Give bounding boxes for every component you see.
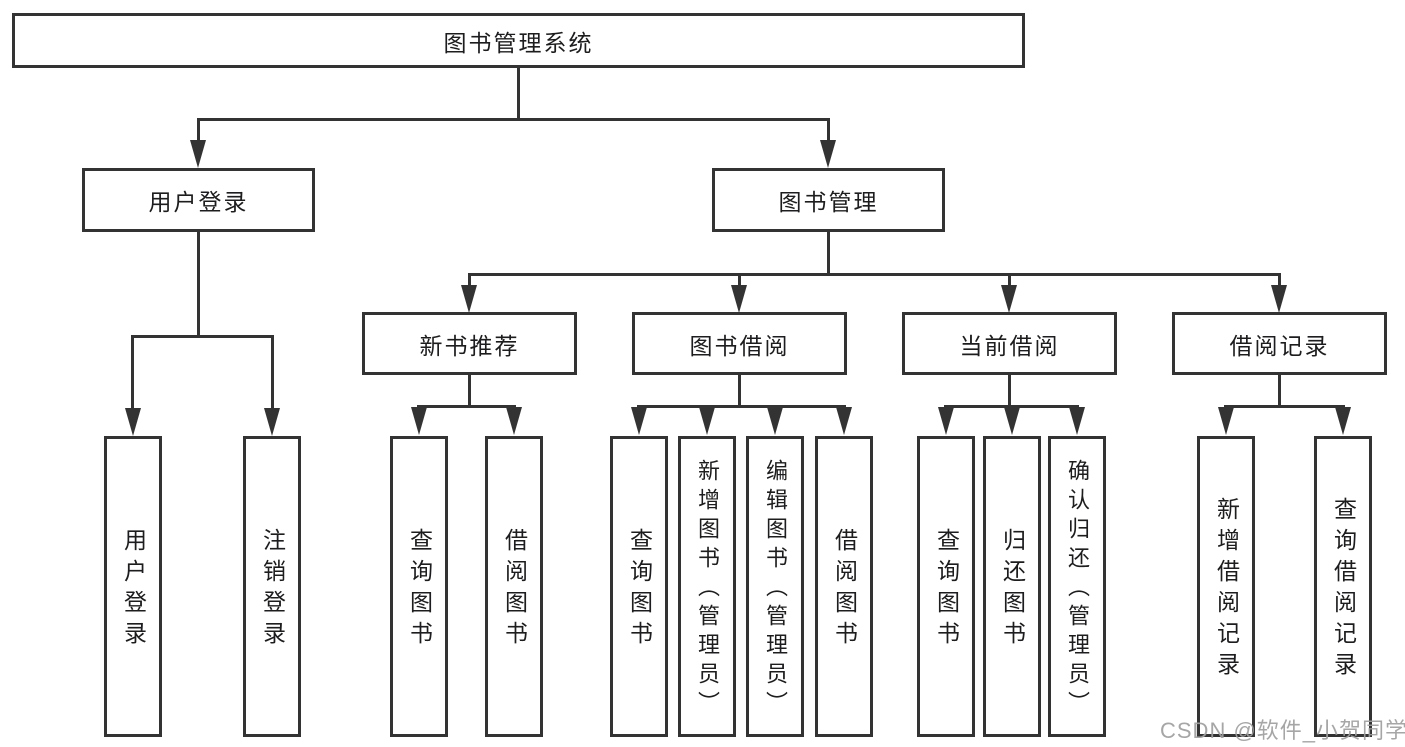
connector-borrow-down	[738, 375, 741, 405]
node-user-login-label: 用户登录	[148, 189, 249, 215]
leaf-label: 借阅图书	[501, 527, 528, 652]
node-leaf-current-confirm-admin: 确认归还（管理员）	[1048, 436, 1106, 737]
node-leaf-user-login: 用户登录	[104, 436, 162, 737]
node-book-borrow-label: 图书借阅	[689, 332, 790, 359]
node-root-label: 图书管理系统	[443, 29, 594, 56]
node-current-borrow: 当前借阅	[902, 312, 1117, 375]
node-leaf-borrow-add-admin: 新增图书（管理员）	[678, 436, 736, 737]
connector-l3-stem	[738, 276, 741, 286]
arrow-down-icon	[125, 408, 141, 436]
leaf-label: 用户登录	[120, 527, 147, 652]
arrow-down-icon	[731, 285, 747, 313]
leaf-label: 归还图书	[999, 527, 1026, 652]
connector-root-bus	[197, 118, 830, 121]
connector-l3-stem	[1008, 276, 1011, 286]
arrow-down-icon	[836, 407, 852, 435]
node-user-login: 用户登录	[82, 168, 315, 232]
arrow-down-icon	[461, 285, 477, 313]
node-leaf-newbooks-query: 查询图书	[390, 436, 448, 737]
arrow-down-icon	[1271, 285, 1287, 313]
csdn-watermark: CSDN @软件_小贺同学	[1160, 718, 1405, 743]
connector-mgmt-stem	[827, 121, 830, 141]
arrow-down-icon	[938, 407, 954, 435]
node-leaf-logout: 注销登录	[243, 436, 301, 737]
leaf-label: 借阅图书	[831, 527, 858, 652]
connector-l3-stem	[468, 276, 471, 286]
connector-newbooks-down	[468, 375, 471, 405]
node-leaf-borrow-query: 查询图书	[610, 436, 668, 737]
arrow-down-icon	[631, 407, 647, 435]
leaf-label: 查询借阅记录	[1330, 496, 1357, 683]
node-leaf-records-add: 新增借阅记录	[1197, 436, 1255, 737]
leaf-label: 查询图书	[406, 527, 433, 652]
node-leaf-borrow-edit-admin: 编辑图书（管理员）	[746, 436, 804, 737]
connector-l3-stem	[1278, 276, 1281, 286]
node-new-book-recommend: 新书推荐	[362, 312, 577, 375]
node-leaf-current-query: 查询图书	[917, 436, 975, 737]
leaf-label: 查询图书	[933, 527, 960, 652]
node-leaf-newbooks-borrow: 借阅图书	[485, 436, 543, 737]
connector-current-down	[1008, 375, 1011, 405]
connector-root-stem	[517, 68, 520, 118]
arrow-down-icon	[506, 407, 522, 435]
node-leaf-current-return: 归还图书	[983, 436, 1041, 737]
connector-mgmt-bus	[468, 273, 1281, 276]
leaf-label: 确认归还（管理员）	[1065, 459, 1090, 720]
connector-leaf-stem	[131, 338, 134, 409]
connector-records-bus	[1224, 405, 1345, 408]
connector-mgmt-down	[827, 232, 830, 273]
arrow-down-icon	[1004, 407, 1020, 435]
arrow-down-icon	[411, 407, 427, 435]
arrow-down-icon	[1335, 407, 1351, 435]
arrow-down-icon	[190, 140, 206, 168]
connector-login-down	[197, 232, 200, 335]
node-borrow-records-label: 借阅记录	[1229, 332, 1330, 359]
connector-records-down	[1278, 375, 1281, 405]
leaf-label: 编辑图书（管理员）	[763, 459, 788, 720]
arrow-down-icon	[767, 407, 783, 435]
connector-login-bus	[131, 335, 274, 338]
connector-login-stem	[197, 121, 200, 141]
node-book-management: 图书管理	[712, 168, 945, 232]
node-book-management-label: 图书管理	[778, 189, 879, 215]
arrow-down-icon	[1001, 285, 1017, 313]
connector-current-bus	[944, 405, 1079, 408]
leaf-label: 新增借阅记录	[1213, 496, 1240, 683]
node-leaf-borrow-borrow: 借阅图书	[815, 436, 873, 737]
node-root: 图书管理系统	[12, 13, 1025, 68]
arrow-down-icon	[699, 407, 715, 435]
node-book-borrow: 图书借阅	[632, 312, 847, 375]
node-new-book-recommend-label: 新书推荐	[419, 332, 520, 359]
node-borrow-records: 借阅记录	[1172, 312, 1387, 375]
connector-borrow-bus	[637, 405, 846, 408]
node-leaf-records-query: 查询借阅记录	[1314, 436, 1372, 737]
leaf-label: 新增图书（管理员）	[695, 459, 720, 720]
connector-newbooks-bus	[417, 405, 516, 408]
node-current-borrow-label: 当前借阅	[959, 332, 1060, 359]
arrow-down-icon	[820, 140, 836, 168]
arrow-down-icon	[264, 408, 280, 436]
connector-leaf-stem	[271, 338, 274, 409]
leaf-label: 查询图书	[626, 527, 653, 652]
arrow-down-icon	[1069, 407, 1085, 435]
leaf-label: 注销登录	[259, 527, 286, 652]
arrow-down-icon	[1218, 407, 1234, 435]
